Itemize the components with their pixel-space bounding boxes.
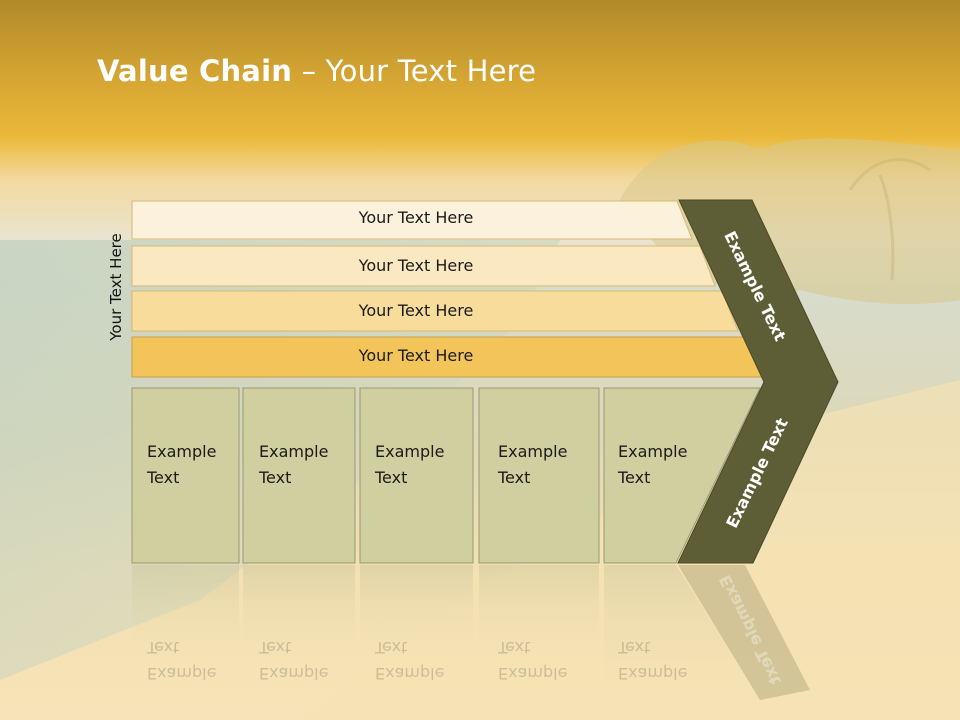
refl-line: Example [259,664,329,683]
refl-line: Example [618,664,688,683]
box-line: Example [259,442,329,461]
box-line: Example [147,442,217,461]
refl-line: Text [498,638,531,657]
bar-1 [131,200,693,240]
slide-title: Value Chain – Your Text Here [97,54,536,88]
bar-2-label: Your Text Here [358,256,474,275]
reflection-group [132,565,810,700]
box-line: Text [618,468,651,487]
refl-line: Text [147,638,180,657]
box-reflection [243,565,355,665]
activity-box-3-label: Example Text [375,439,444,491]
refl-line: Example [375,664,445,683]
palm-shape [848,158,931,281]
box-reflection [479,565,599,665]
box-5-text-reflection: Example Text [618,634,687,686]
box-line: Text [147,468,180,487]
box-reflection [132,565,239,665]
chevron-reflection [678,565,810,700]
box-line: Example [375,442,445,461]
box-line: Example [618,442,688,461]
box-reflection [360,565,473,665]
bar-1-label: Your Text Here [358,208,474,227]
bar-3-label: Your Text Here [358,301,474,320]
activity-box-5-label: Example Text [618,439,687,491]
activity-box-3 [359,387,474,564]
box-4-text-reflection: Example Text [498,634,567,686]
box-line: Text [259,468,292,487]
margin-chevron [677,199,839,564]
box-line: Example [498,442,568,461]
activity-box-2-label: Example Text [259,439,328,491]
box-3-text-reflection: Example Text [375,634,444,686]
activity-box-1 [131,387,240,564]
activity-box-4 [478,387,600,564]
activity-box-2 [242,387,356,564]
activity-box-1-label: Example Text [147,439,216,491]
box-reflection [604,565,760,700]
refl-line: Text [375,638,408,657]
refl-line: Example [147,664,217,683]
box-1-text-reflection: Example Text [147,634,216,686]
box-line: Text [375,468,408,487]
bar-4-label: Your Text Here [358,346,474,365]
refl-line: Example [498,664,568,683]
bar-2 [131,245,716,287]
title-bold: Value Chain [97,54,293,88]
refl-line: Text [259,638,292,657]
activity-box-5 [603,387,761,564]
refl-line: Text [618,638,651,657]
box-line: Text [498,468,531,487]
bar-3 [131,290,739,332]
title-rest: – Your Text Here [292,54,537,88]
activity-box-4-label: Example Text [498,439,567,491]
box-2-text-reflection: Example Text [259,634,328,686]
